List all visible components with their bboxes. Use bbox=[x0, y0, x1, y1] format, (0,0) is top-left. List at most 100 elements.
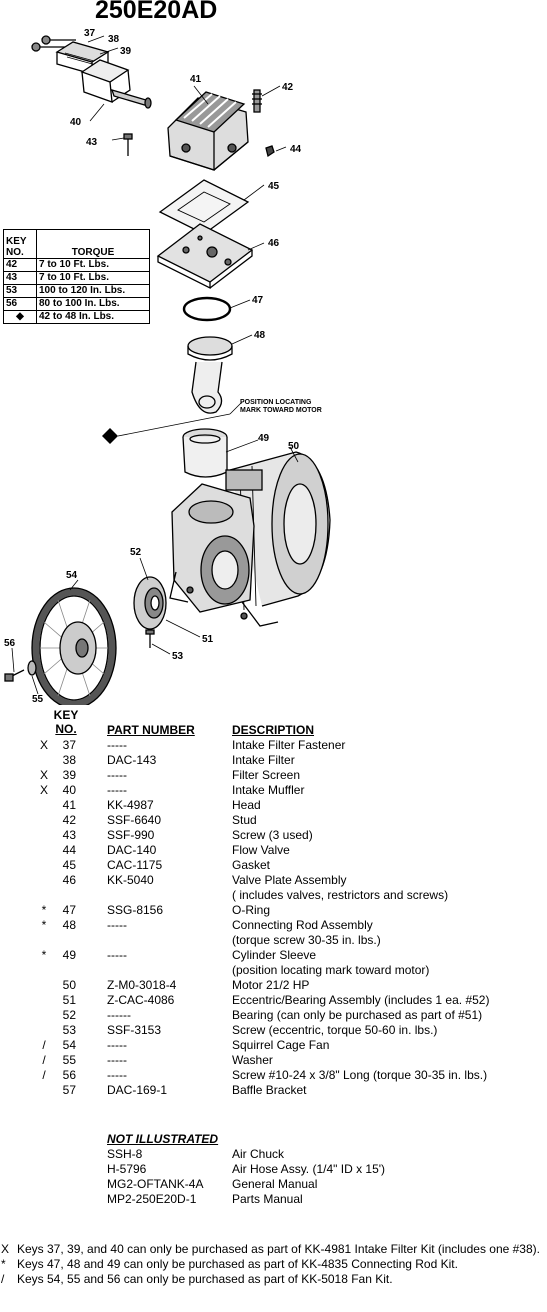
table-row: *48-----Connecting Rod Assembly bbox=[0, 918, 547, 933]
callout-39: 39 bbox=[120, 46, 132, 57]
row-description: Stud bbox=[232, 813, 257, 827]
row-description: Air Hose Assy. (1/4" ID x 15') bbox=[232, 1162, 386, 1176]
connecting-rod-drawing bbox=[187, 336, 233, 414]
callout-40: 40 bbox=[70, 117, 82, 128]
row-key: 37 bbox=[62, 738, 76, 752]
callout-53: 53 bbox=[172, 651, 184, 662]
valve-plate-drawing bbox=[156, 223, 254, 290]
footnote: / Keys 54, 55 and 56 can only be purchase… bbox=[0, 1272, 547, 1286]
row-description: Screw (eccentric, torque 50-60 in. lbs.) bbox=[232, 1023, 438, 1037]
torque-row: ◆42 to 48 In. Lbs. bbox=[3, 310, 150, 324]
flow-valve-drawing bbox=[265, 145, 275, 158]
table-row: ( includes valves, restrictors and screw… bbox=[0, 888, 547, 903]
row-description: Eccentric/Bearing Assembly (includes 1 e… bbox=[232, 993, 490, 1007]
row-description: Connecting Rod Assembly bbox=[232, 918, 373, 932]
row-key: 54 bbox=[62, 1038, 76, 1052]
callout-52: 52 bbox=[130, 547, 142, 558]
gasket-drawing bbox=[158, 179, 250, 235]
intake-muffler-drawing bbox=[80, 59, 152, 109]
washer-drawing bbox=[27, 660, 37, 676]
head-screw-drawing bbox=[123, 133, 133, 156]
table-row: *49-----Cylinder Sleeve bbox=[0, 948, 547, 963]
torque-header-torque: TORQUE bbox=[36, 229, 150, 259]
row-description: (torque screw 30-35 in. lbs.) bbox=[232, 933, 381, 947]
row-description: Air Chuck bbox=[232, 1147, 285, 1161]
row-description: Cylinder Sleeve bbox=[232, 948, 317, 962]
row-key: 42 bbox=[62, 813, 76, 827]
motor-drawing bbox=[225, 451, 331, 611]
callout-51: 51 bbox=[202, 634, 214, 645]
row-key: 47 bbox=[62, 903, 76, 917]
parts-header-description: DESCRIPTION bbox=[232, 723, 315, 737]
footnote-symbol: * bbox=[1, 1257, 6, 1271]
row-description: Parts Manual bbox=[232, 1192, 303, 1206]
callout-37: 37 bbox=[84, 28, 96, 39]
row-key: 51 bbox=[62, 993, 76, 1007]
table-row: /54-----Squirrel Cage Fan bbox=[0, 1038, 547, 1053]
row-description: Motor 21/2 HP bbox=[232, 978, 310, 992]
row-description: Washer bbox=[232, 1053, 273, 1067]
o-ring-drawing bbox=[182, 296, 232, 322]
table-row: 52------Bearing (can only be purchased a… bbox=[0, 1008, 547, 1023]
footnote-symbol: X bbox=[1, 1242, 10, 1256]
footnote-symbol: / bbox=[1, 1272, 5, 1286]
exploded-parts-diagram: 37 38 39 40 41 42 43 44 45 46 47 48 49 5… bbox=[4, 28, 331, 705]
callout-46: 46 bbox=[268, 238, 280, 249]
callout-50: 50 bbox=[288, 441, 300, 452]
row-part-number: ------ bbox=[107, 1008, 131, 1022]
callout-55: 55 bbox=[32, 694, 44, 705]
row-description: Baffle Bracket bbox=[232, 1083, 307, 1097]
row-part-number: MG2-OFTANK-4A bbox=[107, 1177, 204, 1191]
row-mark: / bbox=[42, 1038, 46, 1052]
row-mark: / bbox=[42, 1068, 46, 1082]
row-key: 45 bbox=[62, 858, 76, 872]
row-key: 52 bbox=[62, 1008, 76, 1022]
footnote-text: Keys 54, 55 and 56 can only be purchased… bbox=[17, 1272, 393, 1286]
row-description: Intake Filter bbox=[232, 753, 295, 767]
eccentric-bearing-drawing bbox=[133, 576, 167, 630]
row-description: ( includes valves, restrictors and screw… bbox=[232, 888, 449, 902]
callout-43: 43 bbox=[86, 137, 98, 148]
row-key: 56 bbox=[62, 1068, 76, 1082]
row-key: 48 bbox=[62, 918, 76, 932]
fan-screw-drawing bbox=[4, 669, 25, 682]
row-description: (position locating mark toward motor) bbox=[232, 963, 430, 977]
row-description: General Manual bbox=[232, 1177, 318, 1191]
row-description: O-Ring bbox=[232, 903, 271, 917]
row-key: 49 bbox=[62, 948, 76, 962]
torque-header-key: KEY NO. bbox=[3, 229, 37, 259]
callout-42: 42 bbox=[282, 82, 294, 93]
row-part-number: SSG-8156 bbox=[107, 903, 164, 917]
row-key: 39 bbox=[62, 768, 76, 782]
stud-drawing bbox=[252, 89, 262, 113]
footnote: X Keys 37, 39, and 40 can only be purchas… bbox=[0, 1242, 547, 1256]
footnote-text: Keys 37, 39, and 40 can only be purchase… bbox=[17, 1242, 540, 1256]
callout-45: 45 bbox=[268, 181, 280, 192]
table-row: SSH-8 Air Chuck bbox=[0, 1147, 547, 1162]
row-description: Squirrel Cage Fan bbox=[232, 1038, 330, 1052]
footnote-text: Keys 47, 48 and 49 can only be purchased… bbox=[17, 1257, 458, 1271]
row-part-number: KK-4987 bbox=[107, 798, 154, 812]
callout-48: 48 bbox=[254, 330, 266, 341]
row-key: 38 bbox=[62, 753, 76, 767]
head-drawing bbox=[167, 91, 249, 171]
row-part-number: SSF-6640 bbox=[107, 813, 162, 827]
row-description: Head bbox=[232, 798, 261, 812]
row-part-number: ----- bbox=[107, 1068, 127, 1082]
row-mark: X bbox=[39, 768, 48, 782]
row-description: Filter Screen bbox=[232, 768, 301, 782]
table-row: /55-----Washer bbox=[0, 1053, 547, 1068]
row-part-number: SSH-8 bbox=[107, 1147, 143, 1161]
